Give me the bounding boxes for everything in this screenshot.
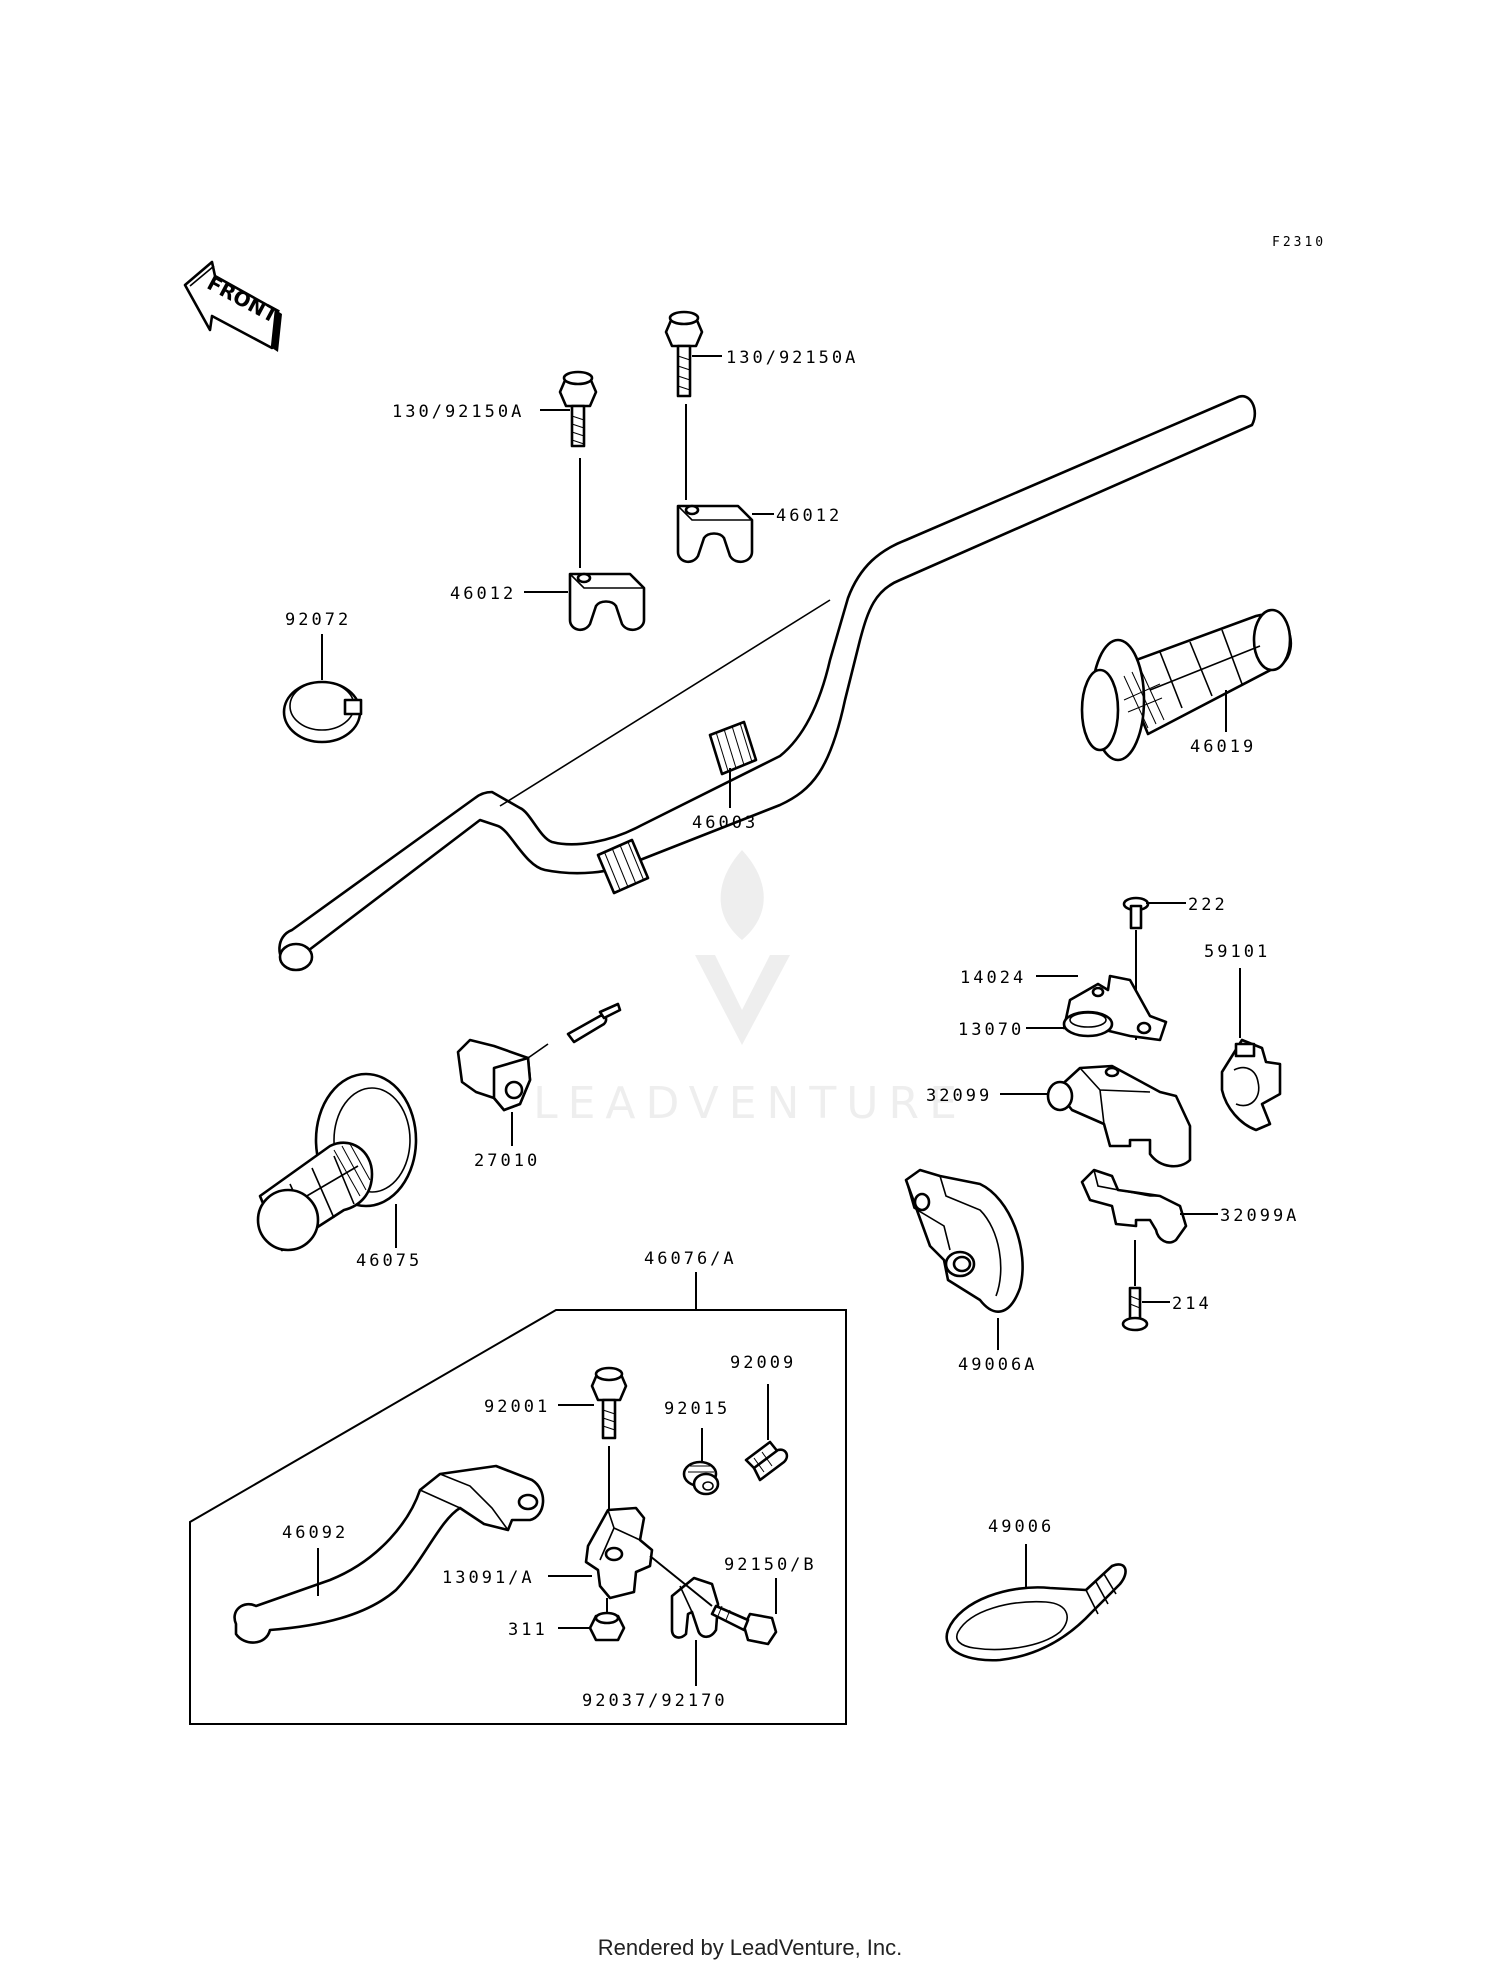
label-lever-46092: 46092 [282,1523,348,1543]
label-switch-27010: 27010 [474,1151,540,1171]
figure-code: F2310 [1272,235,1326,250]
nut-92015-icon [682,1460,720,1496]
label-bolt-left: 130/92150A [392,402,524,422]
switch-27010-icon [456,1002,622,1112]
bolt-left-icon [558,370,598,448]
adjuster-92009-icon [744,1440,789,1482]
band-icon [282,680,363,744]
screw-222-icon [1122,896,1150,930]
bolt-92001-icon [590,1366,628,1440]
label-nut-92015: 92015 [664,1399,730,1419]
label-bolt-92001: 92001 [484,1397,550,1417]
label-throttle-case-32099: 32099 [926,1086,992,1106]
label-holder-left: 46012 [450,584,516,604]
screw-214-icon [1121,1286,1149,1332]
cover-49006-icon [945,1563,1127,1662]
flame-icon [720,850,764,940]
label-bolt-92150b: 92150/B [724,1555,817,1575]
lever-assembly-box [189,1309,847,1725]
holder-left-icon [568,572,646,632]
label-bracket-14024: 14024 [960,968,1026,988]
watermark-text: LEADVENTURE [533,1078,967,1129]
label-lever-assembly: 46076/A [644,1249,737,1269]
label-nut-311: 311 [508,1620,548,1640]
case-32099a-icon [1080,1168,1188,1244]
label-clamp-13070: 13070 [958,1020,1024,1040]
throttle-cover-59101-icon [1220,1038,1282,1132]
handlebar [278,394,1257,972]
bolt-92150b-icon [710,1604,778,1646]
clamp-13070-icon [1062,1010,1114,1038]
label-case-32099a: 32099A [1220,1206,1299,1226]
label-handlebar-pad: 46003 [692,813,758,833]
pad-knurl [603,722,753,891]
bolt-right-icon [664,310,704,398]
label-cover-49006: 49006 [988,1517,1054,1537]
throttle-grip-49006a-icon [904,1168,1024,1313]
holder-right-icon [676,504,754,564]
label-bolt-right: 130/92150A [726,348,858,368]
footer-credit: Rendered by LeadVenture, Inc. [597,1935,903,1960]
lever-46092-icon [233,1464,545,1644]
label-holder-right: 46012 [776,506,842,526]
label-screw-214: 214 [1172,1294,1212,1314]
grip-right-icon [1080,608,1293,762]
label-holder-92037: 92037/92170 [582,1691,728,1711]
grip-left-icon [256,1072,418,1252]
holder-13091-icon [584,1506,654,1600]
throttle-case-32099-icon [1046,1064,1192,1168]
holder-92037-icon [670,1576,720,1639]
front-arrow-icon: FRONT [183,260,282,352]
v-logo-icon [695,955,790,1045]
nut-311-icon [588,1611,626,1642]
label-grip-left: 46075 [356,1251,422,1271]
label-adjuster-92009: 92009 [730,1353,796,1373]
label-screw-222: 222 [1188,895,1228,915]
label-throttle-cover-59101: 59101 [1204,942,1270,962]
label-grip-right: 46019 [1190,737,1256,757]
label-band: 92072 [285,610,351,630]
label-throttle-grip-49006a: 49006A [958,1355,1037,1375]
leadventure-watermark: LEADVENTURE [533,850,967,1129]
label-holder-13091: 13091/A [442,1568,535,1588]
